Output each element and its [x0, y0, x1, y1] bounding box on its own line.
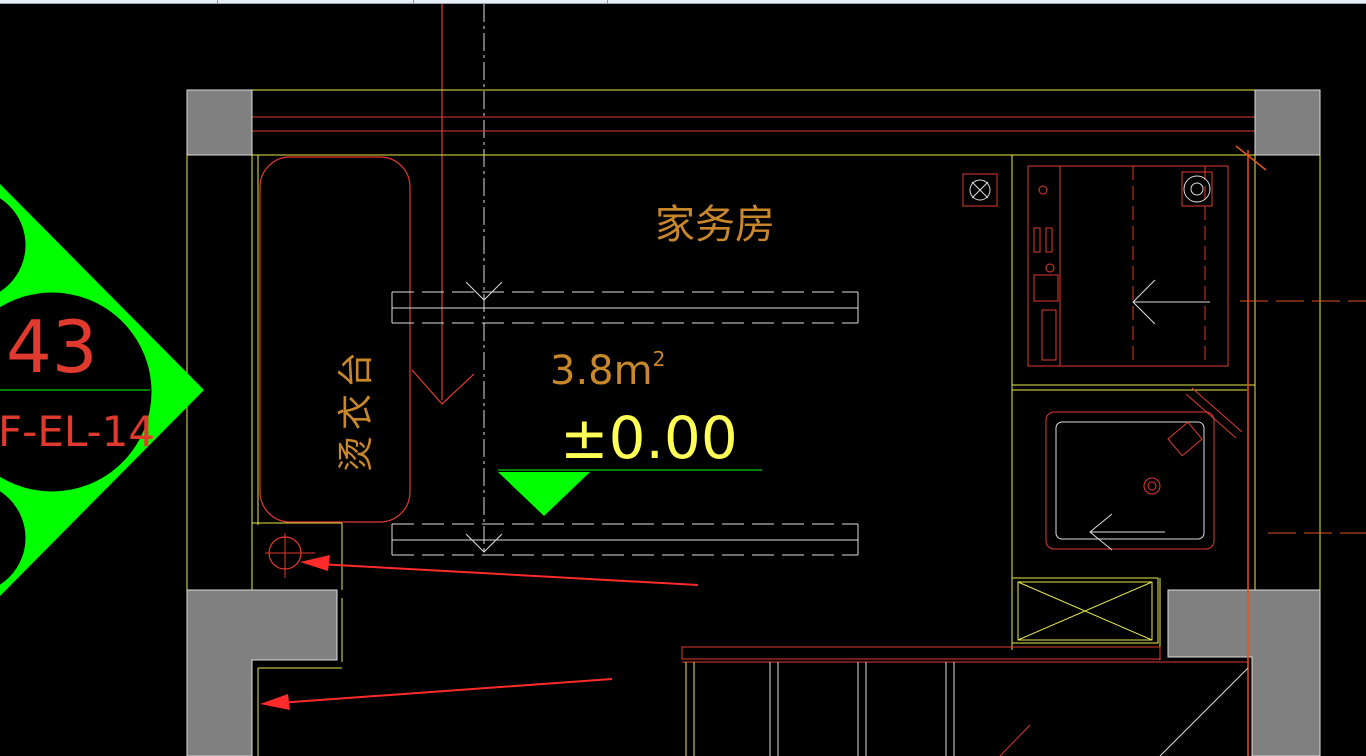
sink-fixture [1012, 387, 1247, 551]
tab-separator [217, 0, 218, 4]
section-lines [391, 281, 859, 556]
floor-drain-symbol [265, 533, 315, 578]
column-line [1235, 145, 1366, 756]
fixture-label-char: 衣 [336, 394, 377, 430]
ironing-board-outline [259, 156, 411, 523]
tab-separator [607, 0, 608, 4]
bottom-cabinet [681, 646, 1249, 756]
detail-marker [0, 184, 204, 596]
room-area-unit: m [614, 348, 653, 394]
annotation-arrows [260, 555, 699, 710]
detail-marker-sheet: F-EL-14 [0, 407, 155, 456]
exhaust-fan-symbol [962, 173, 998, 207]
fixture-label-char: 烫 [336, 436, 377, 472]
room-area-label: 3.8m2 [550, 347, 665, 394]
axis-lines [441, 4, 485, 555]
room-name-label: 家务房 [655, 202, 775, 248]
room-area-exponent: 2 [653, 347, 666, 371]
wall-columns [186, 89, 1321, 756]
top-toolbar-strip [0, 0, 1366, 4]
direction-arrow [411, 369, 475, 405]
cabinet-fixture [1011, 154, 1256, 386]
cad-drawing-canvas[interactable]: 家务房 3.8m2 ±0.00 烫 衣 台 43 F-EL-14 [0, 4, 1366, 756]
fixture-label-char: 台 [336, 352, 377, 388]
fixture-label: 烫 衣 台 [336, 352, 377, 472]
room-area-number: 3.8 [550, 348, 614, 394]
detail-marker-number: 43 [6, 305, 98, 389]
tab-separator [413, 0, 414, 4]
top-wall [252, 89, 1255, 156]
elevation-marker [498, 469, 762, 516]
washer-fixture [1011, 155, 1161, 660]
elevation-label: ±0.00 [560, 404, 738, 472]
